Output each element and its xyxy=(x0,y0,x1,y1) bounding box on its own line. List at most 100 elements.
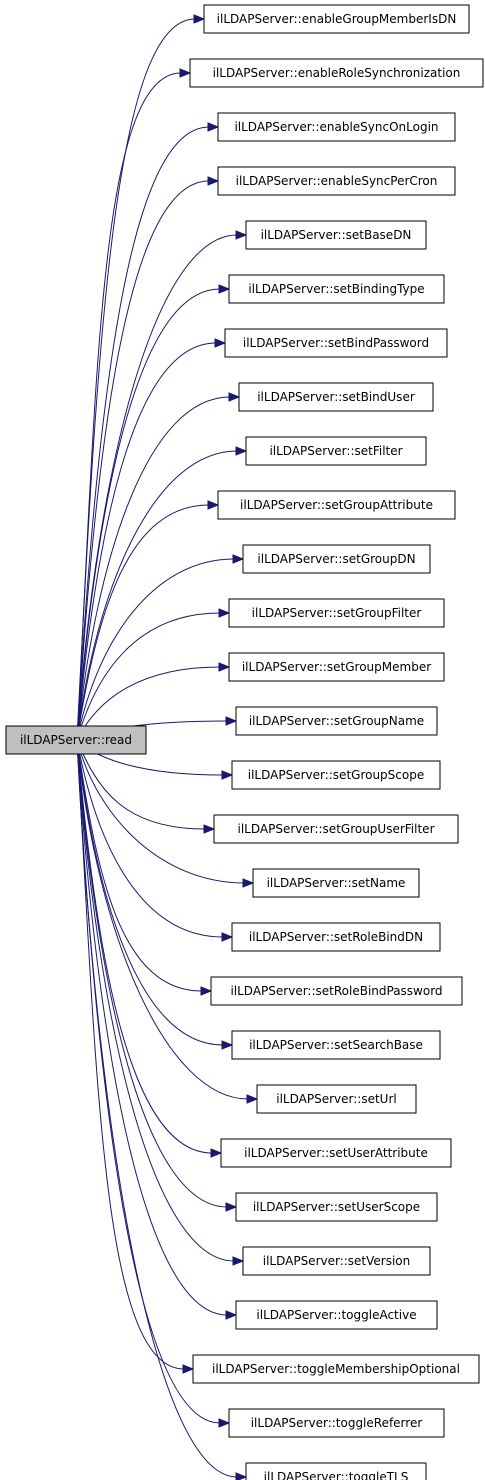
node-box-set-bind-user xyxy=(238,382,434,412)
node-set-group-member[interactable]: ilLDAPServer::setGroupMember xyxy=(228,652,445,682)
node-set-binding-type[interactable]: ilLDAPServer::setBindingType xyxy=(228,274,445,304)
node-box-enable-role-synchronization xyxy=(189,58,484,88)
node-box-set-user-scope xyxy=(235,1192,438,1222)
node-set-url[interactable]: ilLDAPServer::setUrl xyxy=(256,1084,417,1114)
edge-set-group-attribute xyxy=(76,504,210,741)
edge-set-filter xyxy=(76,450,238,741)
arrowhead-set-group-member xyxy=(218,662,231,672)
edge-set-version xyxy=(76,739,235,1262)
node-label-toggle-membership-optional: ilLDAPServer::toggleMembershipOptional xyxy=(212,1362,460,1376)
edges-layer xyxy=(76,14,259,1480)
edge-set-group-dn xyxy=(76,558,235,741)
edge-enable-role-synchronization xyxy=(76,72,182,741)
arrowhead-enable-role-synchronization xyxy=(179,68,192,78)
edge-set-search-base xyxy=(76,739,224,1046)
arrowhead-enable-sync-on-login xyxy=(207,122,220,132)
node-label-enable-sync-per-cron: ilLDAPServer::enableSyncPerCron xyxy=(236,174,438,188)
edge-set-name xyxy=(76,739,245,884)
node-label-set-group-filter: ilLDAPServer::setGroupFilter xyxy=(252,606,422,620)
edge-set-group-user-filter xyxy=(76,739,206,830)
node-set-base-dn[interactable]: ilLDAPServer::setBaseDN xyxy=(245,220,427,250)
node-read[interactable]: ilLDAPServer::read xyxy=(5,725,147,755)
node-label-enable-role-synchronization: ilLDAPServer::enableRoleSynchronization xyxy=(213,66,461,80)
node-set-bind-user[interactable]: ilLDAPServer::setBindUser xyxy=(238,382,434,412)
node-box-set-group-dn xyxy=(242,544,431,574)
arrowhead-set-group-dn xyxy=(232,554,245,564)
node-box-toggle-membership-optional xyxy=(192,1354,480,1384)
arrowhead-toggle-referrer xyxy=(218,1418,231,1428)
node-label-toggle-referrer: ilLDAPServer::toggleReferrer xyxy=(251,1416,423,1430)
node-label-set-user-attribute: ilLDAPServer::setUserAttribute xyxy=(244,1146,428,1160)
edge-set-role-bind-password xyxy=(76,739,203,992)
edge-toggle-active xyxy=(76,739,228,1316)
node-enable-role-synchronization[interactable]: ilLDAPServer::enableRoleSynchronization xyxy=(189,58,484,88)
node-set-group-user-filter[interactable]: ilLDAPServer::setGroupUserFilter xyxy=(213,814,459,844)
arrowhead-set-version xyxy=(232,1256,245,1266)
node-box-set-group-attribute xyxy=(217,490,456,520)
node-enable-sync-on-login[interactable]: ilLDAPServer::enableSyncOnLogin xyxy=(217,112,456,142)
arrowhead-set-base-dn xyxy=(235,230,248,240)
edge-enable-sync-on-login xyxy=(76,126,210,741)
node-set-group-name[interactable]: ilLDAPServer::setGroupName xyxy=(235,706,438,736)
edge-set-binding-type xyxy=(76,288,221,741)
edge-set-group-filter xyxy=(76,612,221,741)
node-label-enable-sync-on-login: ilLDAPServer::enableSyncOnLogin xyxy=(234,120,438,134)
arrowhead-set-url xyxy=(246,1094,259,1104)
node-set-role-bind-dn[interactable]: ilLDAPServer::setRoleBindDN xyxy=(231,922,441,952)
arrowhead-set-bind-user xyxy=(228,392,241,402)
node-label-set-group-name: ilLDAPServer::setGroupName xyxy=(249,714,424,728)
node-label-set-group-member: ilLDAPServer::setGroupMember xyxy=(242,660,431,674)
node-toggle-active[interactable]: ilLDAPServer::toggleActive xyxy=(235,1300,438,1330)
node-set-role-bind-password[interactable]: ilLDAPServer::setRoleBindPassword xyxy=(210,976,463,1006)
arrowhead-toggle-tls xyxy=(235,1472,248,1480)
node-box-set-role-bind-dn xyxy=(231,922,441,952)
node-toggle-referrer[interactable]: ilLDAPServer::toggleReferrer xyxy=(228,1408,445,1438)
node-label-set-bind-password: ilLDAPServer::setBindPassword xyxy=(243,336,429,350)
node-enable-sync-per-cron[interactable]: ilLDAPServer::enableSyncPerCron xyxy=(217,166,456,196)
arrowhead-set-role-bind-dn xyxy=(221,932,234,942)
node-set-bind-password[interactable]: ilLDAPServer::setBindPassword xyxy=(224,328,448,358)
node-set-filter[interactable]: ilLDAPServer::setFilter xyxy=(245,436,427,466)
arrowhead-set-group-attribute xyxy=(207,500,220,510)
node-box-toggle-tls xyxy=(245,1462,427,1480)
node-set-group-dn[interactable]: ilLDAPServer::setGroupDN xyxy=(242,544,431,574)
node-set-group-attribute[interactable]: ilLDAPServer::setGroupAttribute xyxy=(217,490,456,520)
edge-set-url xyxy=(76,739,249,1100)
node-set-user-scope[interactable]: ilLDAPServer::setUserScope xyxy=(235,1192,438,1222)
edge-enable-sync-per-cron xyxy=(76,180,210,741)
node-toggle-membership-optional[interactable]: ilLDAPServer::toggleMembershipOptional xyxy=(192,1354,480,1384)
node-set-group-scope[interactable]: ilLDAPServer::setGroupScope xyxy=(231,760,441,790)
node-enable-group-member-is-dn[interactable]: ilLDAPServer::enableGroupMemberIsDN xyxy=(203,4,470,34)
node-box-set-group-user-filter xyxy=(213,814,459,844)
node-label-set-url: ilLDAPServer::setUrl xyxy=(276,1092,396,1106)
node-box-toggle-active xyxy=(235,1300,438,1330)
node-box-set-user-attribute xyxy=(220,1138,452,1168)
node-label-set-group-attribute: ilLDAPServer::setGroupAttribute xyxy=(240,498,433,512)
node-set-search-base[interactable]: ilLDAPServer::setSearchBase xyxy=(231,1030,441,1060)
arrowhead-toggle-membership-optional xyxy=(182,1364,195,1374)
arrowhead-set-role-bind-password xyxy=(200,986,213,996)
node-toggle-tls[interactable]: ilLDAPServer::toggleTLS xyxy=(245,1462,427,1480)
node-box-set-group-name xyxy=(235,706,438,736)
node-box-set-bind-password xyxy=(224,328,448,358)
node-set-user-attribute[interactable]: ilLDAPServer::setUserAttribute xyxy=(220,1138,452,1168)
node-set-version[interactable]: ilLDAPServer::setVersion xyxy=(242,1246,431,1276)
node-box-set-url xyxy=(256,1084,417,1114)
arrowhead-enable-sync-per-cron xyxy=(207,176,220,186)
arrowhead-enable-group-member-is-dn xyxy=(193,14,206,24)
node-box-read xyxy=(5,725,147,755)
node-label-set-group-dn: ilLDAPServer::setGroupDN xyxy=(257,552,415,566)
node-box-set-name xyxy=(252,868,420,898)
node-box-set-role-bind-password xyxy=(210,976,463,1006)
node-set-name[interactable]: ilLDAPServer::setName xyxy=(252,868,420,898)
node-label-set-filter: ilLDAPServer::setFilter xyxy=(269,444,402,458)
node-set-group-filter[interactable]: ilLDAPServer::setGroupFilter xyxy=(228,598,445,628)
node-box-enable-group-member-is-dn xyxy=(203,4,470,34)
node-label-set-bind-user: ilLDAPServer::setBindUser xyxy=(257,390,415,404)
node-box-set-binding-type xyxy=(228,274,445,304)
arrowhead-set-group-name xyxy=(225,716,238,726)
node-box-set-group-filter xyxy=(228,598,445,628)
node-label-set-user-scope: ilLDAPServer::setUserScope xyxy=(253,1200,420,1214)
arrowhead-set-user-attribute xyxy=(210,1148,223,1158)
edge-set-role-bind-dn xyxy=(76,739,224,938)
